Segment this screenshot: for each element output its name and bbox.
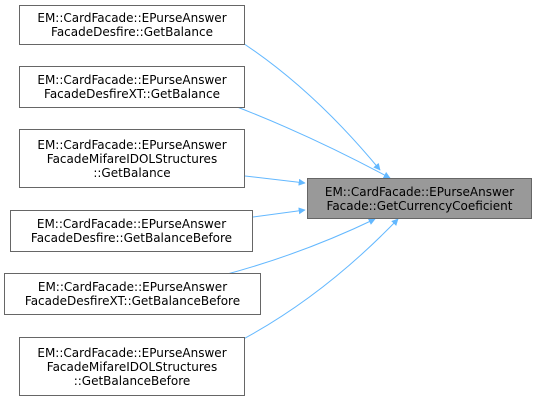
caller-node-1-line-2: FacadeDesfire::GetBalance	[51, 25, 213, 39]
caller-node-6[interactable]: EM::CardFacade::EPurseAnswer FacadeMifar…	[19, 337, 245, 396]
caller-node-1[interactable]: EM::CardFacade::EPurseAnswer FacadeDesfi…	[19, 5, 245, 45]
caller-node-2[interactable]: EM::CardFacade::EPurseAnswer FacadeDesfi…	[19, 66, 245, 108]
edge-6	[231, 218, 399, 346]
caller-node-3-line-1: EM::CardFacade::EPurseAnswer	[37, 137, 227, 152]
edge-3	[244, 175, 306, 186]
edge-1	[231, 35, 381, 171]
caller-node-4[interactable]: EM::CardFacade::EPurseAnswer FacadeDesfi…	[10, 210, 253, 252]
caller-node-3-line-3: ::GetBalance	[93, 165, 171, 180]
edge-5	[219, 218, 376, 277]
caller-node-5-line-2: FacadeDesfireXT::GetBalanceBefore	[24, 294, 241, 308]
edge-4	[252, 207, 306, 218]
target-node[interactable]: EM::CardFacade::EPurseAnswer Facade::Get…	[307, 178, 532, 219]
caller-node-3-line-2: FacadeMifareIDOLStructures	[46, 151, 218, 166]
target-node-line-1: EM::CardFacade::EPurseAnswer	[324, 184, 515, 199]
caller-node-6-line-1: EM::CardFacade::EPurseAnswer	[37, 345, 227, 360]
caller-node-2-line-1: EM::CardFacade::EPurseAnswer	[37, 73, 227, 87]
caller-node-2-line-2: FacadeDesfireXT::GetBalance	[44, 87, 220, 101]
caller-node-1-line-1: EM::CardFacade::EPurseAnswer	[37, 11, 227, 25]
edge-2	[231, 104, 391, 179]
caller-node-4-line-1: EM::CardFacade::EPurseAnswer	[36, 217, 227, 231]
caller-node-3[interactable]: EM::CardFacade::EPurseAnswer FacadeMifar…	[19, 129, 245, 188]
caller-node-6-line-2: FacadeMifareIDOLStructures	[46, 359, 218, 374]
caller-node-5[interactable]: EM::CardFacade::EPurseAnswer FacadeDesfi…	[4, 273, 261, 315]
caller-node-5-line-1: EM::CardFacade::EPurseAnswer	[37, 280, 228, 294]
caller-node-6-line-3: ::GetBalanceBefore	[73, 373, 191, 388]
caller-node-4-line-2: FacadeDesfire::GetBalanceBefore	[30, 231, 233, 245]
target-node-line-2: Facade::GetCurrencyCoeficient	[326, 198, 513, 213]
